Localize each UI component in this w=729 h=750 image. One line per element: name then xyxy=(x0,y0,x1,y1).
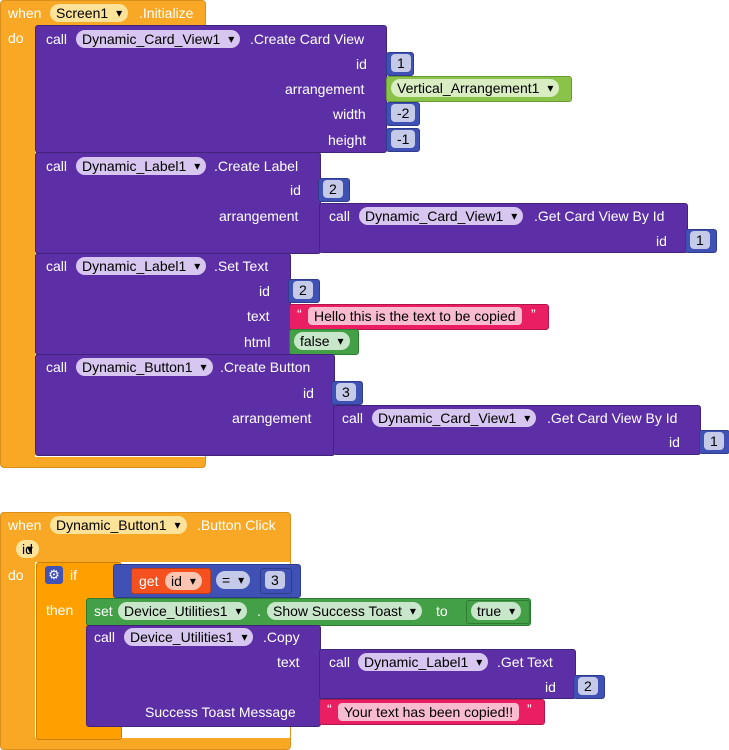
arrangement-param-label: arrangement xyxy=(219,208,299,224)
number-value[interactable]: 2 xyxy=(578,677,598,695)
when-label: when xyxy=(8,5,42,21)
text-string-value[interactable]: Hello this is the text to be copied xyxy=(308,307,522,325)
gear-icon[interactable]: ⚙ xyxy=(45,566,63,584)
call-label: call xyxy=(46,359,68,375)
id-param-label: id xyxy=(303,385,314,401)
copy-method: .Copy xyxy=(263,629,300,645)
create-label-method: .Create Label xyxy=(214,158,299,174)
text-param-label: text xyxy=(247,308,270,324)
label-component-dropdown[interactable]: Dynamic_Label1 xyxy=(76,157,207,175)
number-value[interactable]: -1 xyxy=(391,130,416,148)
screen1-component-dropdown[interactable]: Screen1 xyxy=(50,4,129,22)
id-param-label: id xyxy=(356,56,367,72)
set-text-method: .Set Text xyxy=(214,258,269,274)
width-param-label: width xyxy=(333,106,366,122)
event-name-label: .Button Click xyxy=(197,517,276,533)
boolean-dropdown[interactable]: true xyxy=(471,602,522,620)
number-value[interactable]: 1 xyxy=(704,432,724,450)
id-param-label: id xyxy=(656,233,667,249)
text-string-value[interactable]: Your text has been copied!! xyxy=(338,703,520,721)
open-quote-icon: “ xyxy=(297,306,302,322)
card-view-component-dropdown[interactable]: Dynamic_Card_View1 xyxy=(359,207,524,225)
call-label: call xyxy=(329,654,351,670)
id-param-label: id xyxy=(669,434,680,450)
get-label: get xyxy=(139,573,159,589)
arrangement-param-label: arrangement xyxy=(232,410,312,426)
device-utilities-dropdown[interactable]: Device_Utilities1 xyxy=(124,628,254,646)
call-label: call xyxy=(329,208,351,224)
label-component-dropdown[interactable]: Dynamic_Label1 xyxy=(358,653,489,671)
open-quote-icon: “ xyxy=(327,701,332,717)
card-view-component-dropdown[interactable]: Dynamic_Card_View1 xyxy=(76,30,241,48)
do-label: do xyxy=(8,567,24,583)
button-component-dropdown[interactable]: Dynamic_Button1 xyxy=(76,358,213,376)
number-value[interactable]: -2 xyxy=(391,104,416,122)
then-label: then xyxy=(46,602,74,618)
button-component-dropdown[interactable]: Dynamic_Button1 xyxy=(50,516,187,534)
device-utilities-dropdown[interactable]: Device_Utilities1 xyxy=(118,602,248,620)
number-value[interactable]: 1 xyxy=(391,54,411,72)
event-name-label: .Initialize xyxy=(139,5,194,21)
variable-dropdown[interactable]: id xyxy=(165,572,202,590)
vertical-arrangement-dropdown[interactable]: Vertical_Arrangement1 xyxy=(391,79,560,97)
do-label: do xyxy=(8,30,24,46)
number-value[interactable]: 2 xyxy=(323,180,343,198)
number-value[interactable]: 2 xyxy=(293,281,313,299)
call-label: call xyxy=(46,258,68,274)
when-label: when xyxy=(8,517,42,533)
text-param-label: text xyxy=(277,654,300,670)
label-component-dropdown[interactable]: Dynamic_Label1 xyxy=(76,257,207,275)
create-card-view-method: .Create Card View xyxy=(250,31,365,47)
arrangement-param-label: arrangement xyxy=(285,81,365,97)
dot-separator: . xyxy=(257,603,261,619)
id-param-label: id xyxy=(259,283,270,299)
operator-dropdown[interactable]: = xyxy=(216,571,251,589)
id-param-label: id xyxy=(290,182,301,198)
html-param-label: html xyxy=(244,334,271,350)
number-value[interactable]: 3 xyxy=(336,383,356,401)
create-button-method: .Create Button xyxy=(220,359,311,375)
param-id-chip[interactable]: id xyxy=(16,540,39,558)
if-label: if xyxy=(70,567,77,583)
call-label: call xyxy=(46,31,68,47)
id-param-label: id xyxy=(545,679,556,695)
property-dropdown[interactable]: Show Success Toast xyxy=(267,602,422,620)
call-label: call xyxy=(342,410,364,426)
get-text-method: .Get Text xyxy=(497,654,553,670)
call-label: call xyxy=(94,629,116,645)
close-quote-icon: ” xyxy=(527,701,532,717)
height-param-label: height xyxy=(328,132,367,148)
set-label: set xyxy=(94,603,113,619)
boolean-dropdown[interactable]: false xyxy=(294,332,350,350)
number-value[interactable]: 3 xyxy=(265,571,285,589)
close-quote-icon: ” xyxy=(531,306,536,322)
card-view-component-dropdown[interactable]: Dynamic_Card_View1 xyxy=(372,409,537,427)
success-toast-message-label: Success Toast Message xyxy=(145,704,296,720)
get-card-view-method: .Get Card View By Id xyxy=(534,208,665,224)
get-card-view-method: .Get Card View By Id xyxy=(547,410,678,426)
to-label: to xyxy=(436,603,448,619)
number-value[interactable]: 1 xyxy=(690,231,710,249)
call-label: call xyxy=(46,158,68,174)
